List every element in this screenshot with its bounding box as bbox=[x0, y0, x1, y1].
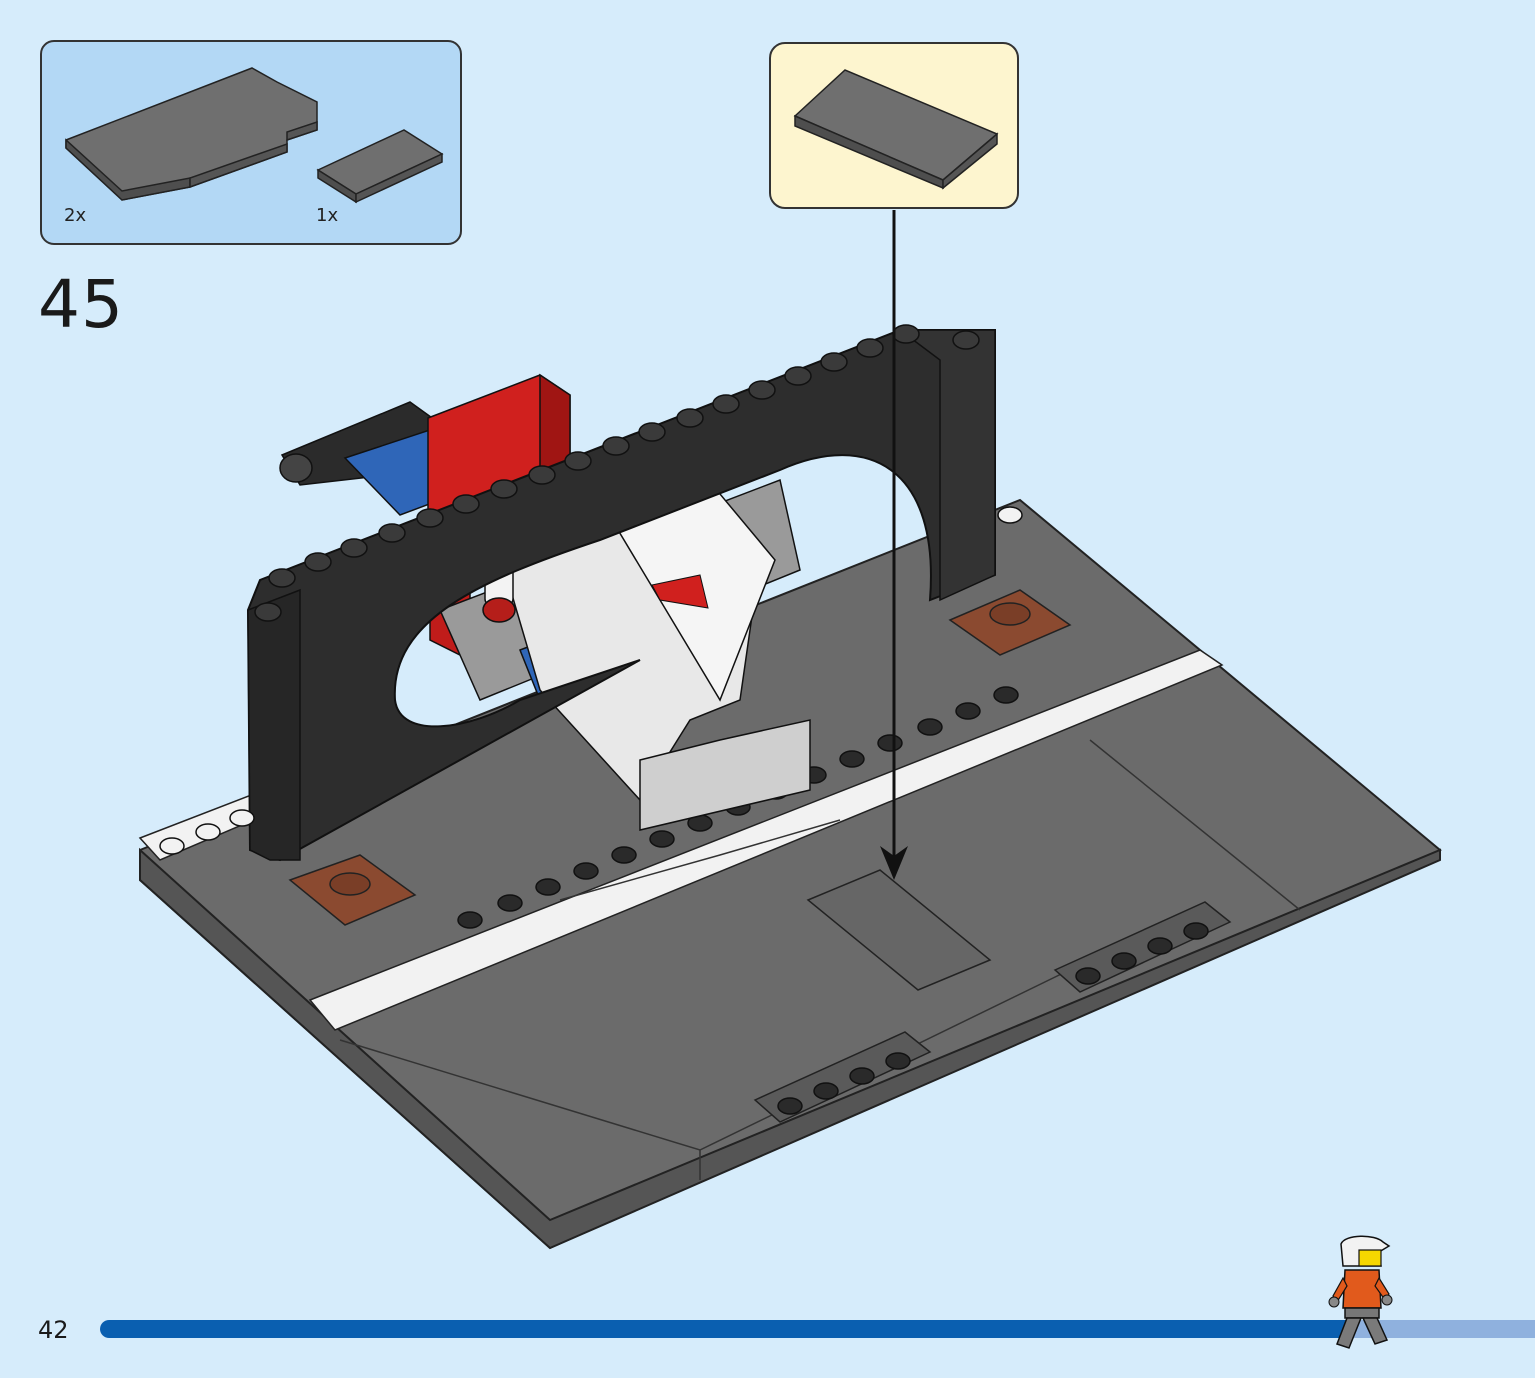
white-edge-studs bbox=[159, 506, 1023, 855]
parts-list-drawing bbox=[65, 67, 444, 204]
wall-top-studs bbox=[254, 324, 980, 622]
race-pit-garage-model-icon bbox=[138, 210, 1442, 1250]
garage-frame-wall bbox=[246, 329, 996, 862]
parts-list-box: 2x 1x bbox=[40, 40, 462, 245]
dark-grey-tile-icon bbox=[793, 69, 999, 190]
step-number: 45 bbox=[38, 266, 124, 343]
baseplate bbox=[138, 498, 1442, 1250]
minifigure-icon bbox=[1328, 1235, 1393, 1349]
dark-grey-curved-tile-icon bbox=[65, 67, 318, 201]
race-car-part bbox=[279, 373, 811, 831]
page-number: 42 bbox=[38, 1316, 69, 1344]
part-quantity: 1x bbox=[316, 205, 339, 226]
callout-box bbox=[769, 42, 1019, 209]
part-quantity: 2x bbox=[64, 205, 87, 226]
install-arrow-icon bbox=[880, 210, 908, 880]
progress-bar bbox=[100, 1320, 1535, 1338]
dark-grey-flat-tile-icon bbox=[316, 129, 444, 204]
progress-bar-fill bbox=[100, 1320, 1349, 1338]
